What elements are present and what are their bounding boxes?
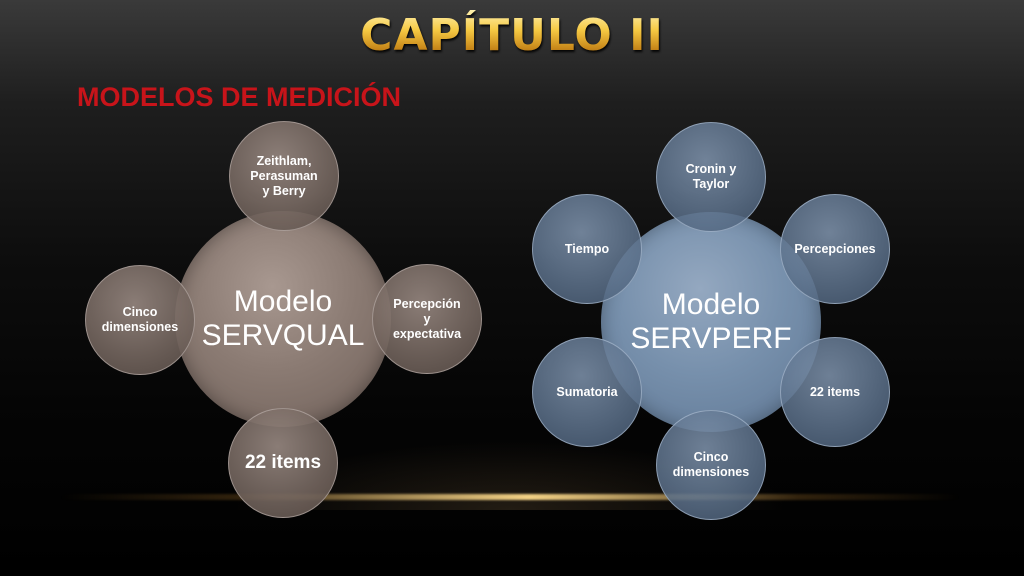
servqual-right-node: Percepción y expectativa xyxy=(372,264,482,374)
servperf-lower-right-label: 22 items xyxy=(809,384,861,399)
servperf-upper-left-node: Tiempo xyxy=(532,194,642,304)
servperf-lower-left-label: Sumatoria xyxy=(556,384,618,399)
servperf-upper-left-label: Tiempo xyxy=(564,241,610,256)
servqual-left-node: Cinco dimensiones xyxy=(85,265,195,375)
servperf-center-label: Modelo SERVPERF xyxy=(630,288,792,355)
servperf-bottom-node: Cinco dimensiones xyxy=(656,410,766,520)
servperf-top-label: Cronin y Taylor xyxy=(685,162,737,191)
servqual-left-label: Cinco dimensiones xyxy=(101,305,179,334)
servperf-top-node: Cronin y Taylor xyxy=(656,122,766,232)
servqual-center-label: Modelo SERVQUAL xyxy=(201,285,365,352)
servqual-bottom-node: 22 items xyxy=(228,408,338,518)
servperf-lower-left-node: Sumatoria xyxy=(532,337,642,447)
slide-title: CAPÍTULO II xyxy=(0,10,1024,61)
servqual-right-label: Percepción y expectativa xyxy=(392,296,462,341)
servqual-bottom-label: 22 items xyxy=(244,452,322,473)
servperf-lower-right-node: 22 items xyxy=(780,337,890,447)
slide-subtitle: MODELOS DE MEDICIÓN xyxy=(77,82,402,112)
servperf-upper-right-node: Percepciones xyxy=(780,194,890,304)
servqual-top-label: Zeithlam, Perasuman y Berry xyxy=(250,153,318,198)
floor-glow-line xyxy=(60,494,960,500)
servperf-bottom-label: Cinco dimensiones xyxy=(672,450,750,479)
servqual-center-node: Modelo SERVQUAL xyxy=(175,211,391,427)
servperf-upper-right-label: Percepciones xyxy=(794,241,876,256)
servqual-top-node: Zeithlam, Perasuman y Berry xyxy=(229,121,339,231)
